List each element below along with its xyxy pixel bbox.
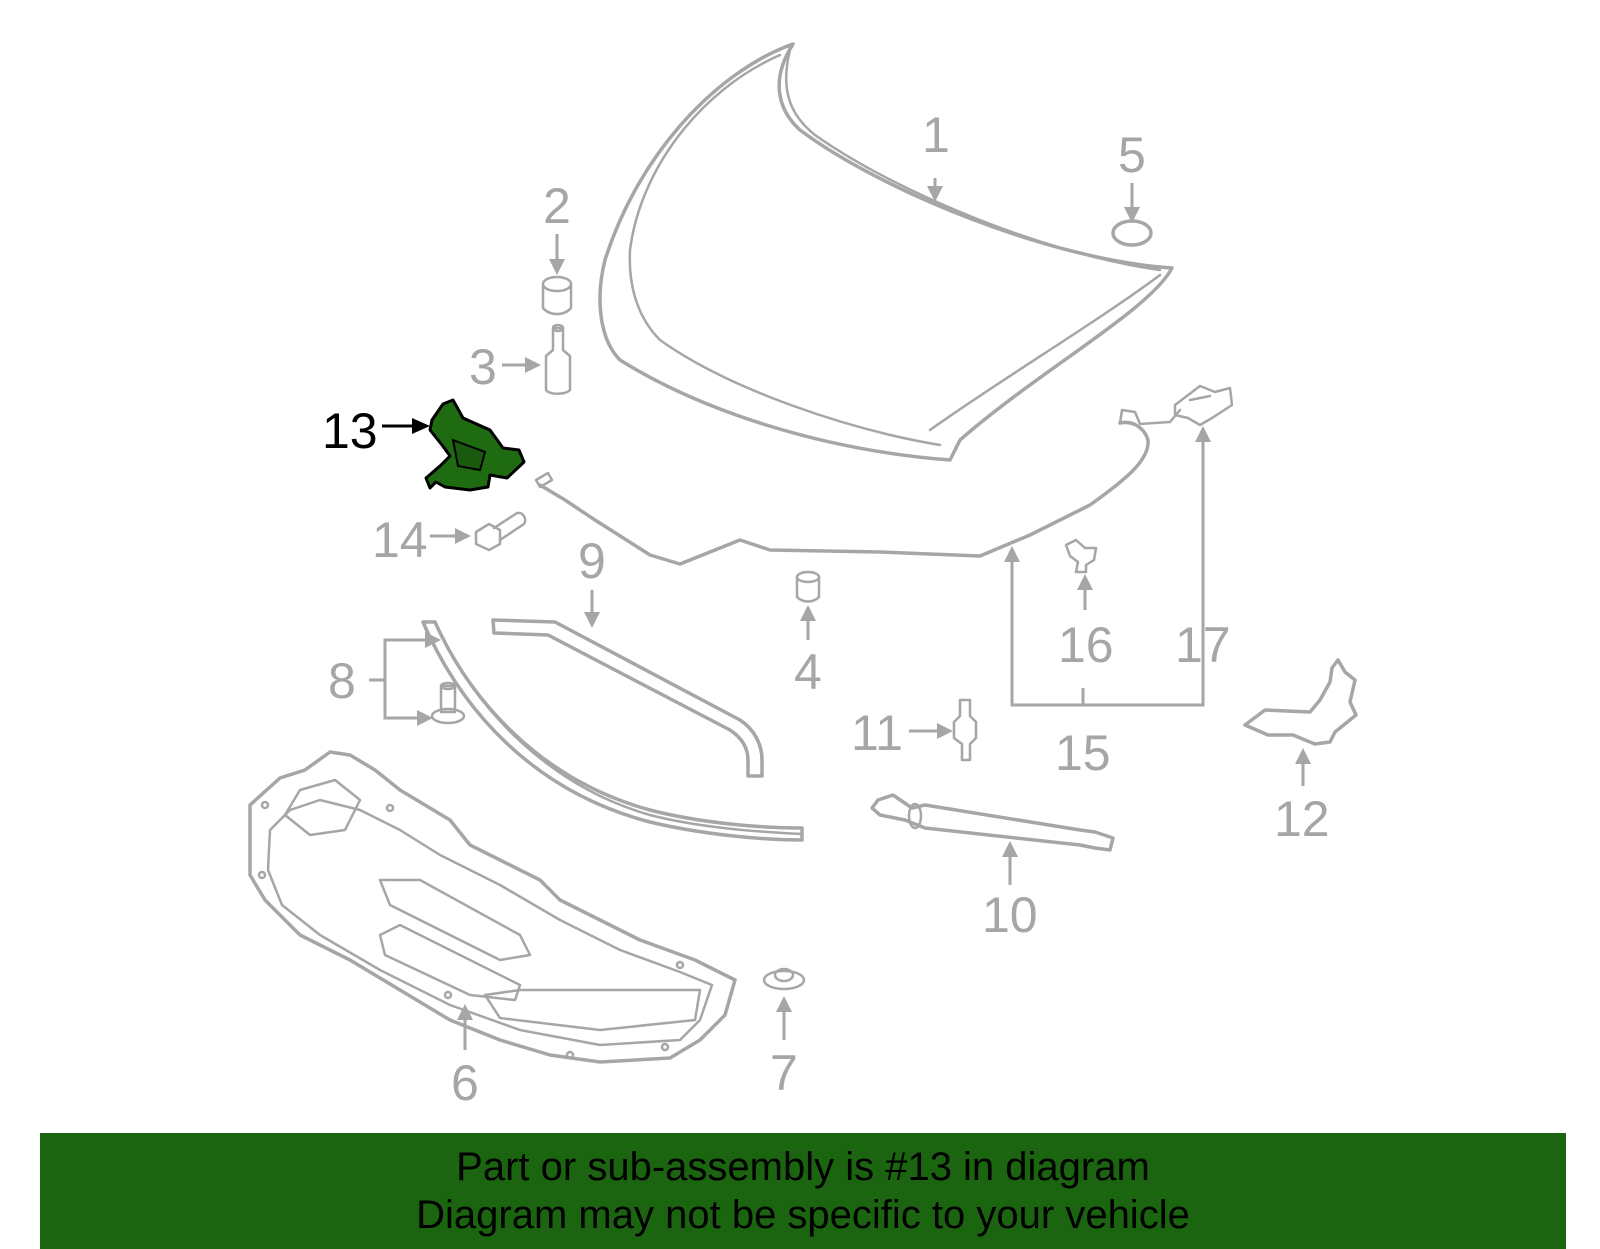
prop-rod-bolt-part xyxy=(952,698,978,762)
lift-support-part xyxy=(870,793,1115,852)
stopper-bolt-part xyxy=(544,323,572,395)
callout-12: 12 xyxy=(1274,791,1330,847)
callout-7: 7 xyxy=(770,1045,798,1101)
callout-11: 11 xyxy=(851,705,903,761)
grommet-part xyxy=(1111,219,1153,247)
insulator-clip-part xyxy=(762,967,806,991)
latch-bracket-part xyxy=(1243,658,1358,746)
callout-6: 6 xyxy=(451,1055,479,1111)
callout-3: 3 xyxy=(469,339,497,395)
callout-2: 2 xyxy=(543,178,571,234)
callout-16: 16 xyxy=(1058,617,1114,673)
info-banner: Part or sub-assembly is #13 in diagram D… xyxy=(40,1133,1566,1249)
weatherstrip-part xyxy=(421,620,804,842)
bumper-cap-part xyxy=(541,275,573,316)
banner-line-part-number: Part or sub-assembly is #13 in diagram xyxy=(456,1145,1150,1189)
callout-5: 5 xyxy=(1118,127,1146,183)
callout-9: 9 xyxy=(578,533,606,589)
callout-13: 13 xyxy=(322,403,378,459)
callout-4: 4 xyxy=(794,644,822,700)
hood-latch-part-highlighted xyxy=(424,398,526,492)
leader-arrows xyxy=(369,178,1311,1050)
cable-clip-part xyxy=(1064,538,1098,574)
hood-seal-part xyxy=(491,618,764,778)
callout-1: 1 xyxy=(922,107,950,163)
callout-10: 10 xyxy=(982,887,1038,943)
callout-15: 15 xyxy=(1055,725,1111,781)
banner-line-disclaimer: Diagram may not be specific to your vehi… xyxy=(416,1193,1190,1237)
bolt-part xyxy=(474,511,527,552)
callout-8: 8 xyxy=(328,653,356,709)
callout-14: 14 xyxy=(372,512,428,568)
hood-insulator-part xyxy=(248,750,737,1064)
hood-bumper-part xyxy=(795,570,821,603)
release-handle-part xyxy=(1173,384,1234,427)
callout-17: 17 xyxy=(1175,617,1231,673)
hood-part xyxy=(598,42,1174,462)
release-cable-part xyxy=(534,408,1182,566)
retainer-clip-part xyxy=(430,681,466,725)
